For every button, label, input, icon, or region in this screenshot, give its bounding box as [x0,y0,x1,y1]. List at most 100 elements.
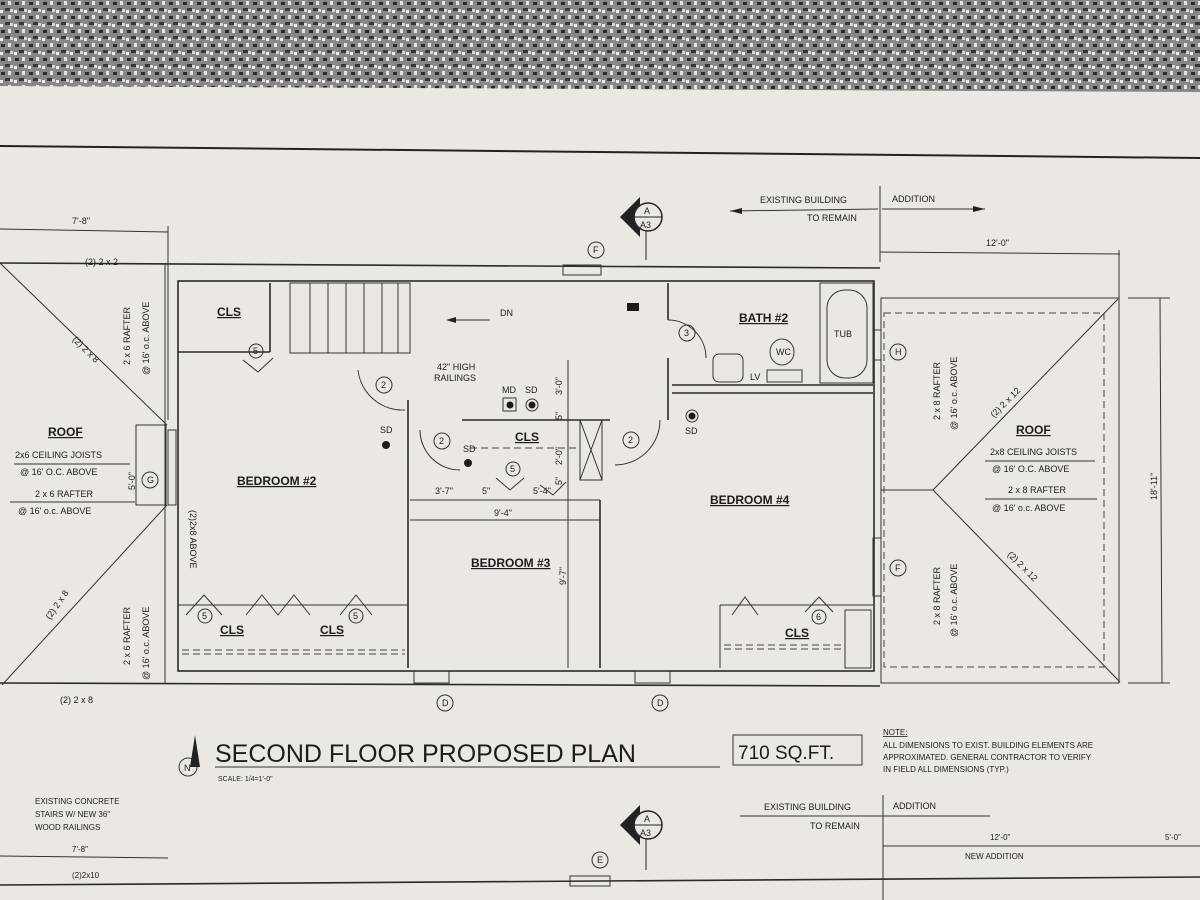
window-tag: G [141,471,159,489]
bath-2-label: BATH #2 [739,311,788,325]
bottom-beam-label: (2) 2 x 8 [60,695,93,705]
rafter-mid-label: 2 x 6 RAFTER [35,489,94,499]
window-tag-text: G [147,475,154,485]
existing-building-next: EXISTING BUILDING [764,802,851,812]
rafter-upper-right: 2 x 8 RAFTER [932,361,942,420]
joists-right-spacing: @ 16' O.C. ABOVE [992,464,1069,474]
window-tag: H [889,343,907,361]
window-tag-text: F [593,245,599,255]
roof-label-right: ROOF [1016,423,1051,437]
existing-addition-callout: EXISTING BUILDING TO REMAIN ADDITION [729,186,985,262]
note-heading: NOTE: [883,728,907,737]
dim-left-roof: 7'-8" [72,216,90,226]
scale-label: SCALE: 1/4=1'-0" [218,776,273,783]
note-line: IN FIELD ALL DIMENSIONS (TYP.) [883,765,1009,774]
closet-b4-label: CLS [785,626,809,640]
window-tag-text: E [597,855,603,865]
rafter-right: 2 x 8 RAFTER [1008,485,1067,495]
floor-walls [167,264,882,684]
closet-tag: 6 [811,609,827,625]
rafter-lower-right: 2 x 8 RAFTER [932,566,942,625]
stairs-note: EXISTING CONCRETE [35,797,119,806]
joists-label: 2x6 CEILING JOISTS [15,450,102,460]
dimension-lines: 7'-8" 12'-0" 18'-11" 3'-7" 5" 5'-4" 9'-4… [0,216,1170,684]
dim-addition-height: 18'-11" [1149,473,1159,500]
window-tag-text: H [895,347,902,357]
rafter-spacing-label: @ 16' o.c. ABOVE [141,302,151,375]
window-tag: D [436,694,454,712]
smoke-detectors [382,397,699,467]
dim-addition-width: 12'-0" [986,238,1009,248]
closet-tag-text: 5 [253,346,258,356]
stairs-down-label: DN [500,308,513,318]
closet-tag-text: 5 [510,464,515,474]
dim-9-4: 9'-4" [494,508,512,518]
door-tag-text: 2 [439,436,444,446]
dim-right-next: 5'-0" [1165,833,1181,842]
bedroom-4-label: BEDROOM #4 [710,493,790,507]
door-tag: 2 [433,432,451,450]
window-tag-text: D [442,698,449,708]
closet-tag: 5 [348,608,364,624]
wc-label: WC [776,347,791,357]
north-label: N [184,763,191,773]
dim-3-0: 3'-0" [554,377,564,395]
dim-9-7: 9'-7" [558,567,568,585]
railings-label-2: RAILINGS [434,373,476,383]
window-tag: F [889,559,907,577]
closet-label: CLS [217,305,241,319]
section-marker-bottom: A3 [640,828,651,838]
bedroom-2-label: BEDROOM #2 [237,474,317,488]
area-badge: 710 SQ.FT. [738,743,834,764]
existing-building-label: EXISTING BUILDING [760,195,847,205]
sd-label: SD [525,385,538,395]
to-remain-label: TO REMAIN [807,213,857,223]
dim-5: 5" [482,486,490,496]
header-above-label: (2)2x8 ABOVE [188,510,198,569]
bedroom-3-label: BEDROOM #3 [471,556,551,570]
closet-tag: 5 [197,608,213,624]
door-tag-text: 2 [381,380,386,390]
sd-label: SD [685,426,698,436]
dim-2-0: 2'-0" [554,447,564,465]
dim-5-b: 5" [554,477,564,485]
dim-3-7: 3'-7" [435,486,453,496]
to-remain-next: TO REMAIN [810,821,860,831]
lv-label: LV [750,372,760,382]
dim-window-g: 5'-0" [127,472,137,490]
beam-next: (2)2x10 [72,871,100,880]
note-line: APPROXIMATED. GENERAL CONTRACTOR TO VERI… [883,753,1092,762]
door-tag: 3 [678,324,696,342]
door-tag: 2 [622,431,640,449]
window-tag: F [587,241,605,259]
railings-label: 42" HIGH [437,362,475,372]
addition-label: ADDITION [892,194,935,204]
rafter-lower-spacing: @ 16' o.c. ABOVE [141,607,151,680]
section-marker-bottom: A3 [640,220,651,230]
closet-tag: 5 [248,343,264,359]
closet-mid-label: CLS [515,430,539,444]
closet-tag-text: 5 [353,611,358,621]
joists-spacing-label: @ 16' O.C. ABOVE [20,467,97,477]
door-tag-text: 2 [628,435,633,445]
joists-right: 2x8 CEILING JOISTS [990,447,1077,457]
rafter-mid-spacing: @ 16' o.c. ABOVE [18,506,91,516]
closet-tag-text: 6 [816,612,821,622]
dim-addition-next: 12'-0" [990,833,1011,842]
title-block: N SECOND FLOOR PROPOSED PLAN 710 SQ.FT. … [178,728,1093,783]
roof-label-left: ROOF [48,425,83,439]
north-arrow-icon: N [178,735,200,777]
tub-label: TUB [834,329,852,339]
dim-5-a: 5" [554,412,564,420]
closet-tag-text: 5 [202,611,207,621]
paper-sheet [0,86,1200,900]
section-marker: A A3 [620,197,663,260]
closet-b2b-label: CLS [320,623,344,637]
sheet-border-line [0,145,1200,159]
note-line: ALL DIMENSIONS TO EXIST. BUILDING ELEMEN… [883,741,1093,750]
dim-left-next: 7'-8" [72,845,88,854]
section-marker-top: A [644,814,650,824]
room-labels: CLS BEDROOM #2 BATH #2 TUB WC LV CLS BED… [217,305,852,640]
rafter-lower-right-spacing: @ 16' o.c. ABOVE [949,564,959,637]
